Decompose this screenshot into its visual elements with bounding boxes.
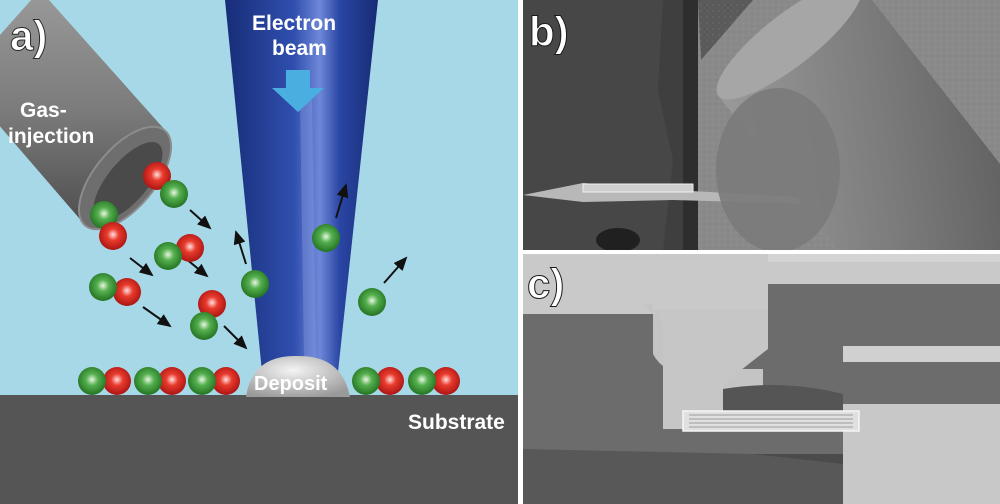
gas-injection-label-line1: Gas- xyxy=(20,99,67,122)
substrate-label: Substrate xyxy=(408,411,505,434)
schematic-svg: a) Gas- injection Electron beam Deposit … xyxy=(0,0,518,504)
panel-a-letter: a) xyxy=(10,12,47,59)
panel-a-schematic: a) Gas- injection Electron beam Deposit … xyxy=(0,0,518,504)
electron-beam-label-line2: beam xyxy=(272,37,327,60)
panel-b-sem-image: b) xyxy=(523,0,1000,250)
electron-beam-label-line1: Electron xyxy=(252,12,336,35)
panel-c-sem-image: c) xyxy=(523,254,1000,504)
sem-image-c: c) xyxy=(523,254,1000,504)
gas-injection-label-line2: injection xyxy=(8,125,94,148)
panel-b-letter: b) xyxy=(529,8,569,55)
deposit-label: Deposit xyxy=(254,373,328,395)
panel-c-letter: c) xyxy=(527,260,564,307)
sem-image-b: b) xyxy=(523,0,1000,250)
